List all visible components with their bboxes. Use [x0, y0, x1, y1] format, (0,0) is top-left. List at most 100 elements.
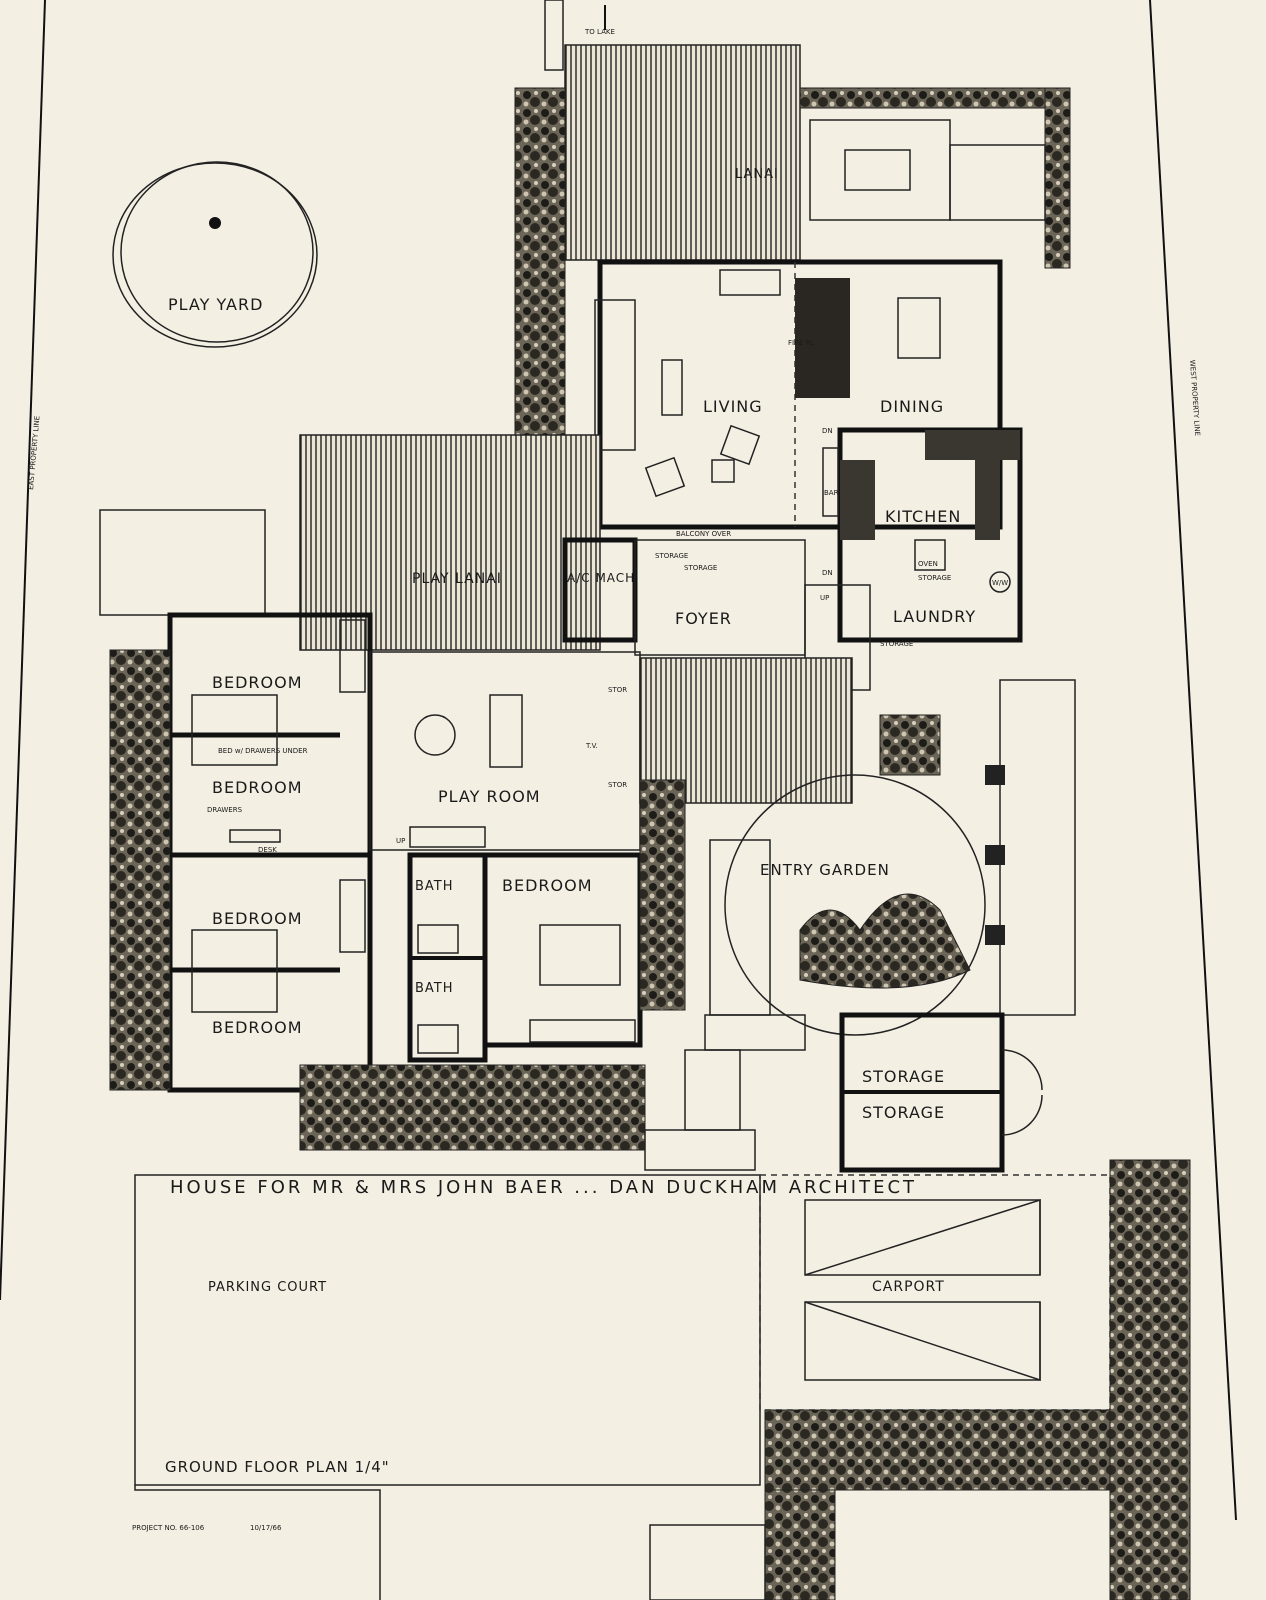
planting-west	[109, 649, 171, 1091]
dining-label: DINING	[880, 397, 944, 416]
play-yard	[112, 161, 318, 348]
planting-entry	[639, 779, 686, 1011]
side-yard	[99, 509, 266, 616]
bedroom-label: BEDROOM	[212, 673, 303, 692]
play-table	[414, 714, 456, 756]
balcony-over-label: BALCONY OVER	[676, 530, 731, 538]
kitchen-counter	[925, 430, 1020, 460]
bathtub	[417, 1024, 459, 1054]
planting-strip-east	[1044, 87, 1071, 269]
play-yard-label: PLAY YARD	[168, 295, 263, 314]
stor-label: STOR	[608, 686, 627, 694]
foyer-label: FOYER	[675, 609, 732, 628]
property-lines	[0, 0, 1237, 1521]
closet	[529, 1019, 636, 1043]
play-room-label: PLAY ROOM	[438, 787, 541, 806]
entry-deck	[639, 657, 853, 804]
planting-strip-north	[799, 87, 1071, 109]
entry-garden-label: ENTRY GARDEN	[760, 861, 890, 879]
sheet-title: GROUND FLOOR PLAN 1/4"	[165, 1458, 390, 1476]
terrace-table	[844, 149, 911, 191]
lanai-label: LANAI	[735, 167, 779, 182]
dining-table	[897, 297, 941, 359]
bar-label: BAR	[824, 489, 839, 497]
living-bench	[719, 269, 781, 296]
wd-label: W/W	[992, 579, 1008, 587]
play-lanai-deck	[299, 434, 601, 651]
foyer-storage-label-2: STORAGE	[684, 564, 717, 572]
dn-label: DN	[822, 427, 833, 435]
parking-court	[134, 1174, 761, 1486]
to-lake-label: TO LAKE	[584, 28, 615, 36]
desk-note: DESK	[258, 846, 277, 854]
bed	[539, 924, 621, 986]
living-sofa	[594, 299, 636, 451]
bed-drawers-note: BED w/ DRAWERS UNDER	[218, 747, 308, 755]
planting-carport-east	[1109, 1159, 1191, 1600]
walk	[649, 1524, 766, 1600]
entry-garden	[709, 714, 986, 1036]
bath-label: BATH	[415, 879, 454, 894]
washer-dryer	[989, 571, 1011, 593]
kitchen-label: KITCHEN	[885, 507, 961, 526]
oven-label: OVEN	[918, 560, 938, 568]
garden-pads	[999, 679, 1076, 1016]
closet	[339, 619, 366, 693]
bedroom-label: BEDROOM	[502, 876, 593, 895]
project-number: PROJECT NO. 66-106	[132, 1524, 205, 1532]
bunk-bed	[191, 929, 278, 1013]
oven	[914, 539, 946, 571]
closet	[339, 879, 366, 953]
stor-label: STOR	[608, 781, 627, 789]
living-chair	[644, 456, 686, 498]
step-pad	[684, 1049, 741, 1131]
living-chair	[719, 424, 761, 466]
storage-label: STORAGE	[862, 1067, 945, 1086]
bunk-bed	[191, 694, 278, 766]
planting-strip-west	[514, 87, 566, 459]
up-label: UP	[396, 837, 405, 845]
living-table	[711, 459, 735, 483]
lanai-deck	[564, 44, 801, 261]
living-chair	[661, 359, 683, 416]
drawers-note: DRAWERS	[207, 806, 243, 814]
bar-counter	[822, 447, 839, 517]
play-room-walls	[369, 651, 641, 851]
terrace	[809, 119, 951, 221]
foyer-storage-label: STORAGE	[655, 552, 688, 560]
ac-mach-label: A/C MACH	[567, 571, 635, 585]
up-label: UP	[820, 594, 829, 602]
bedroom-label: BEDROOM	[212, 778, 303, 797]
step-pad	[704, 1014, 806, 1051]
planting-carport-south	[764, 1409, 1111, 1491]
bedroom-label: BEDROOM	[212, 909, 303, 928]
storage-label: STORAGE	[862, 1103, 945, 1122]
planting-carport-southwest	[764, 1489, 836, 1600]
play-sofa	[489, 694, 523, 768]
project-title: HOUSE FOR MR & MRS JOHN BAER ... DAN DUC…	[170, 1177, 917, 1198]
fireplace-label: FIRE PL.	[788, 339, 816, 347]
living-label: LIVING	[703, 397, 763, 416]
tv-label: T.V.	[585, 742, 598, 750]
bathtub	[417, 924, 459, 954]
laundry-storage-label: STORAGE	[880, 640, 913, 648]
bath-label: BATH	[415, 981, 454, 996]
kitchen-counter	[975, 460, 1000, 540]
living-dining-walls	[597, 259, 1003, 530]
fireplace	[795, 278, 850, 398]
planting-south	[299, 1064, 646, 1151]
kitchen-range	[840, 460, 875, 540]
stair-down	[409, 826, 486, 848]
dn-label: DN	[822, 569, 833, 577]
kitchen-storage-label: STORAGE	[918, 574, 951, 582]
desk	[229, 829, 281, 843]
drawing-date: 10/17/66	[250, 1524, 282, 1532]
play-lanai-label: PLAY LANAI	[412, 571, 502, 587]
parking-court-label: PARKING COURT	[208, 1280, 327, 1295]
foyer-walls	[634, 539, 806, 656]
west-property-line-label: WEST PROPERTY LINE	[1188, 360, 1201, 437]
terrace-pad	[949, 144, 1046, 221]
laundry-label: LAUNDRY	[893, 607, 976, 626]
